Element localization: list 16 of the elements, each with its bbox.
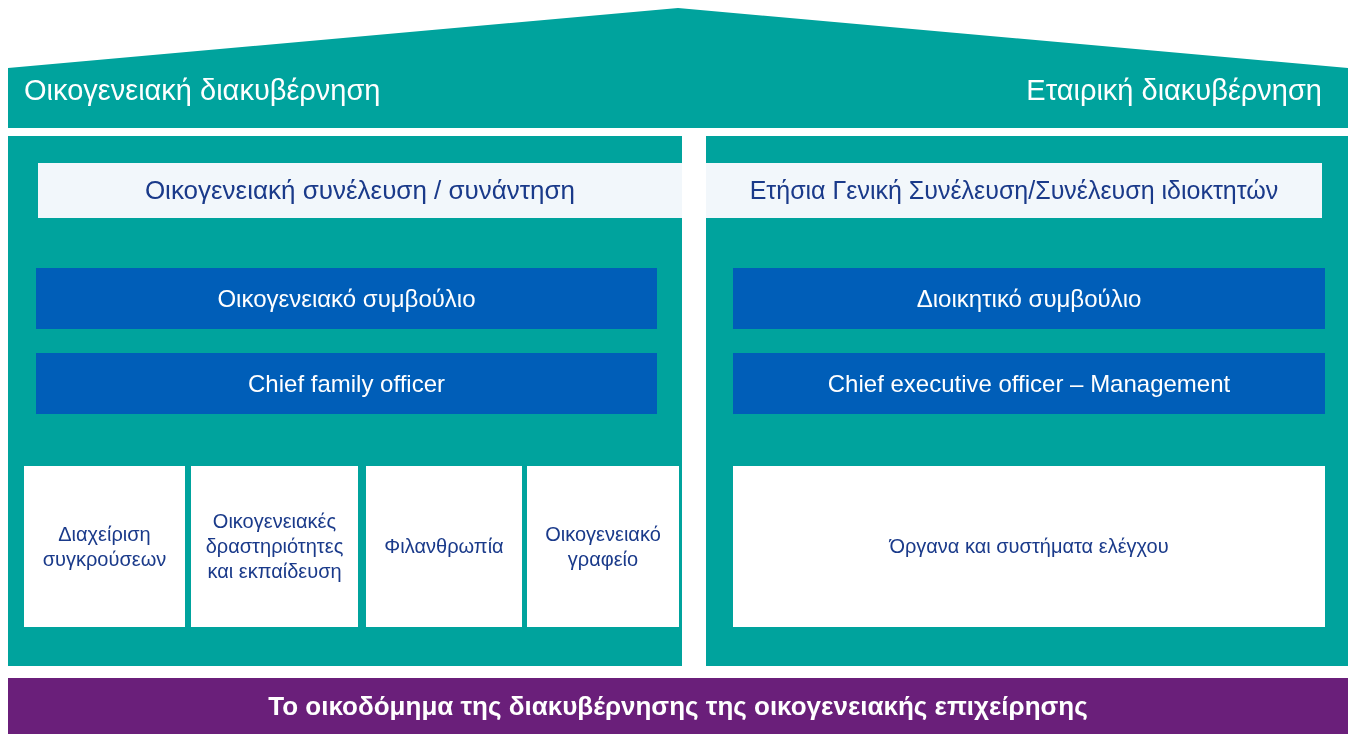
pillar-panel	[706, 136, 1348, 666]
section-heading: Οικογενειακή διακυβέρνηση	[24, 74, 381, 107]
board-box: Διοικητικό συμβούλιο	[733, 268, 1325, 329]
section-heading: Εταιρική διακυβέρνηση	[1026, 74, 1322, 107]
function-box: Όργανα και συστήματα ελέγχου	[733, 466, 1325, 627]
function-box: Φιλανθρωπία	[366, 466, 522, 627]
board-box: Chief family officer	[36, 353, 657, 414]
function-box: Οικογενειακό γραφείο	[527, 466, 679, 627]
board-box: Chief executive officer – Management	[733, 353, 1325, 414]
pillar-panel	[8, 136, 682, 666]
function-box: Διαχείριση συγκρούσεων	[24, 466, 185, 627]
function-box: Οικογενειακές δραστηριότητες και εκπαίδευση	[191, 466, 358, 627]
board-box: Οικογενειακό συμβούλιο	[36, 268, 657, 329]
assembly-band: Οικογενειακή συνέλευση / συνάντηση	[38, 163, 682, 218]
assembly-band: Ετήσια Γενική Συνέλευση/Συνέλευση ιδιοκτητών	[706, 163, 1322, 218]
foundation-band: Το οικοδόμημα της διακυβέρνησης της οικογενειακής επιχείρησης	[8, 678, 1348, 734]
